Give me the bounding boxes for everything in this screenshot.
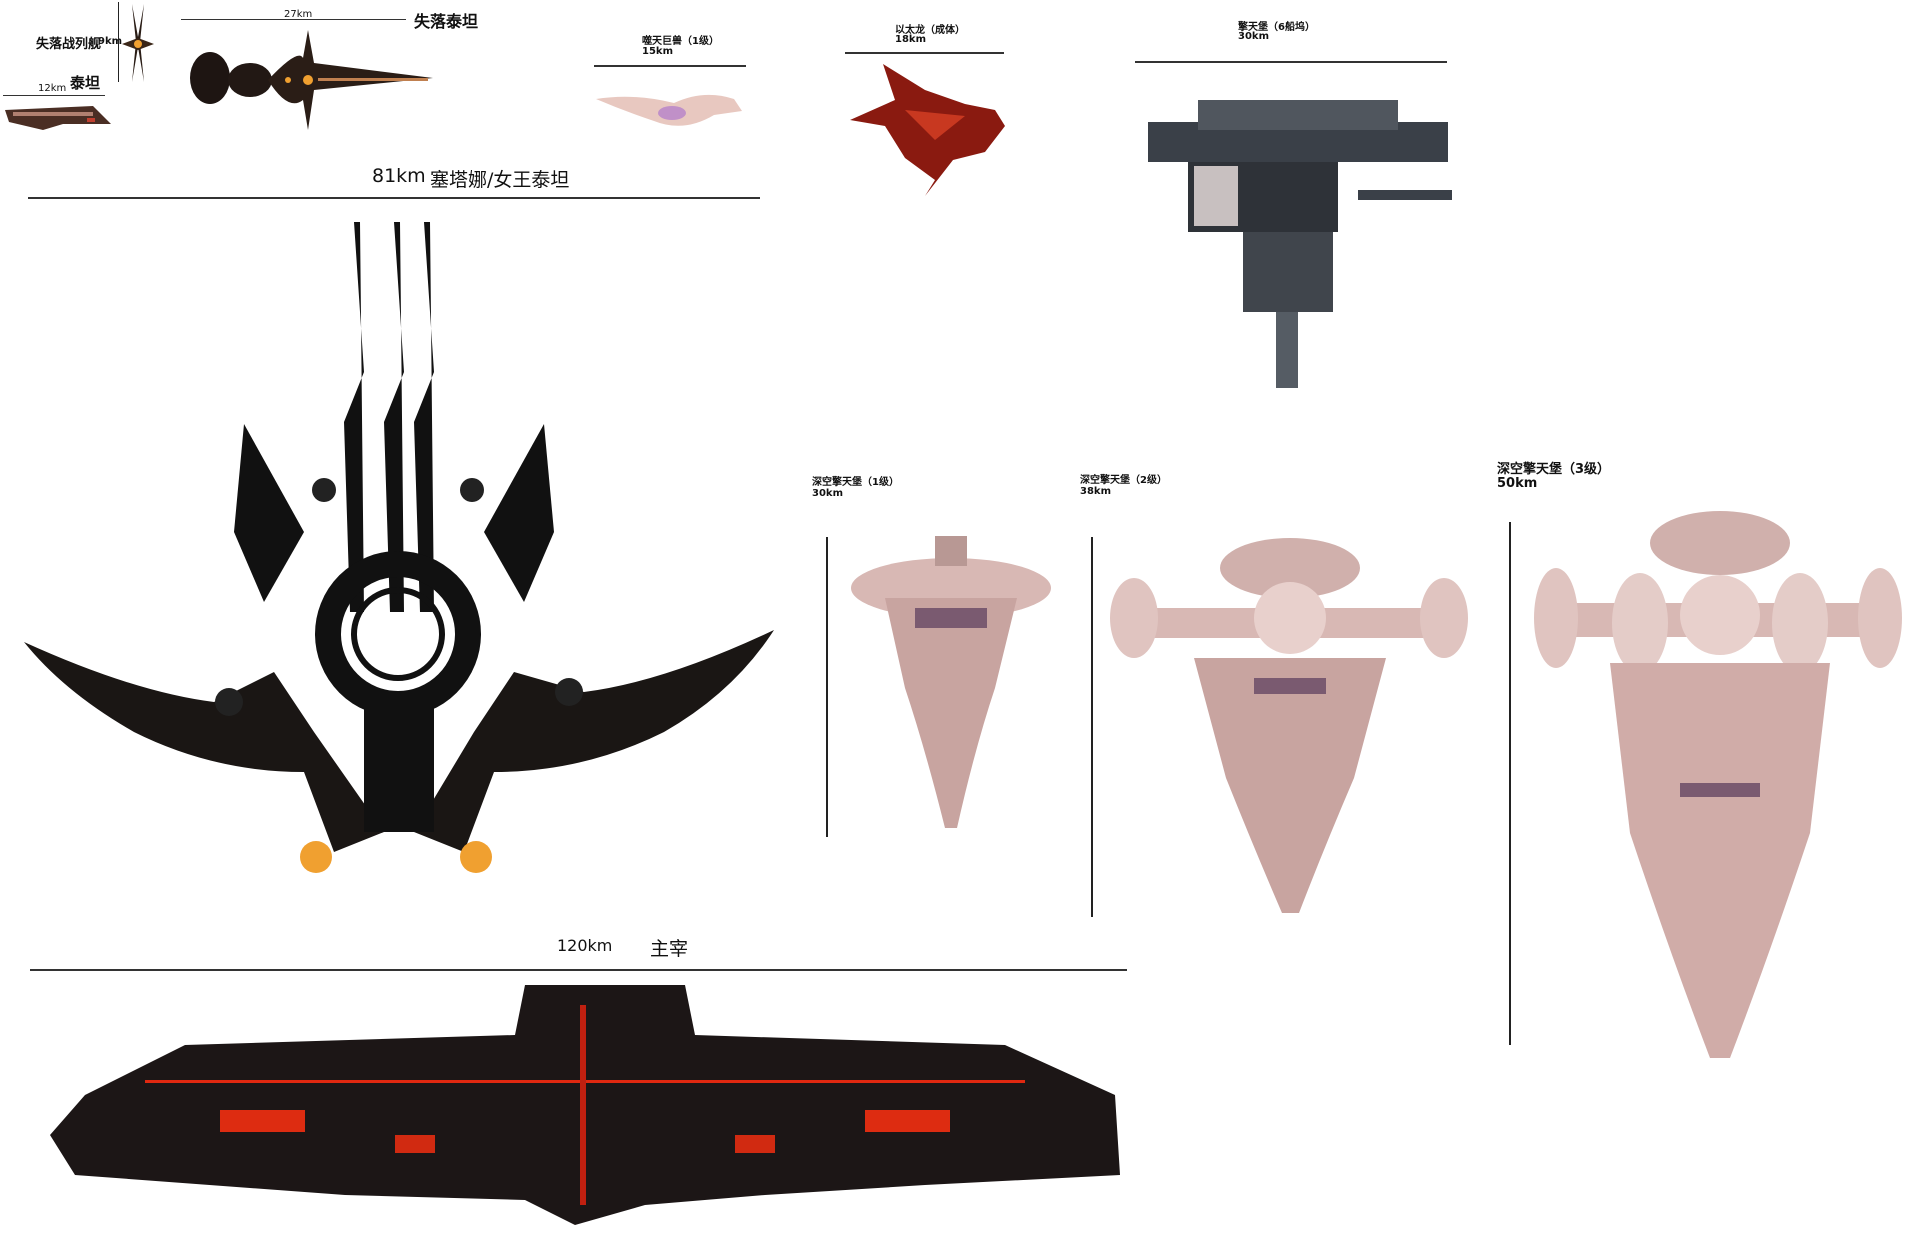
lost-battleship-label: 失落战列舰 [36,37,102,52]
lost-titan-size: 27km [284,9,313,20]
devourer-label: 噬天巨兽（1级） [642,36,719,47]
scale-line [30,969,1127,971]
deep-citadel-3-label: 深空擎天堡（3级） [1497,462,1611,477]
deep-citadel-3-size: 50km [1497,476,1538,491]
deep-citadel-1-image [851,536,1051,828]
scale-line [826,537,828,837]
queen-titan-image [24,222,774,873]
devourer-image [596,94,742,126]
lost-battleship-image [122,4,154,82]
titan-size: 12km [38,83,67,94]
titan-label: 泰坦 [70,74,101,92]
scale-line [3,95,105,96]
citadel-image [1148,100,1452,388]
scale-line [1509,522,1511,1045]
scale-line [118,2,119,82]
scale-line [845,52,1004,54]
scale-line [28,197,760,199]
ether-dragon-image [850,64,1005,196]
scale-line [594,65,746,67]
deep-citadel-1-label: 深空擎天堡（1级） [812,477,899,488]
lost-battleship-size: 9km [98,36,123,47]
devourer-size: 15km [642,46,673,57]
scale-line [181,19,406,20]
deep-citadel-1-size: 30km [812,488,843,499]
lost-titan-label: 失落泰坦 [414,12,479,31]
dominator-label: 主宰 [650,938,689,960]
ether-dragon-size: 18km [895,34,926,45]
dominator-image [50,985,1120,1225]
deep-citadel-3-image [1534,511,1902,1058]
queen-titan-size: 81km [372,165,426,187]
deep-citadel-2-size: 38km [1080,486,1111,497]
scale-line [1135,61,1447,63]
queen-titan-label: 塞塔娜/女王泰坦 [430,169,570,191]
ether-dragon-label: 以太龙（成体） [895,25,965,36]
lost-titan-image [190,30,433,130]
deep-citadel-2-label: 深空擎天堡（2级） [1080,475,1167,486]
titan-image [5,106,111,130]
scale-line [1091,537,1093,917]
deep-citadel-2-image [1110,538,1468,913]
citadel-label: 擎天堡（6船坞） [1238,22,1315,33]
dominator-size: 120km [557,936,613,955]
citadel-size: 30km [1238,31,1269,42]
